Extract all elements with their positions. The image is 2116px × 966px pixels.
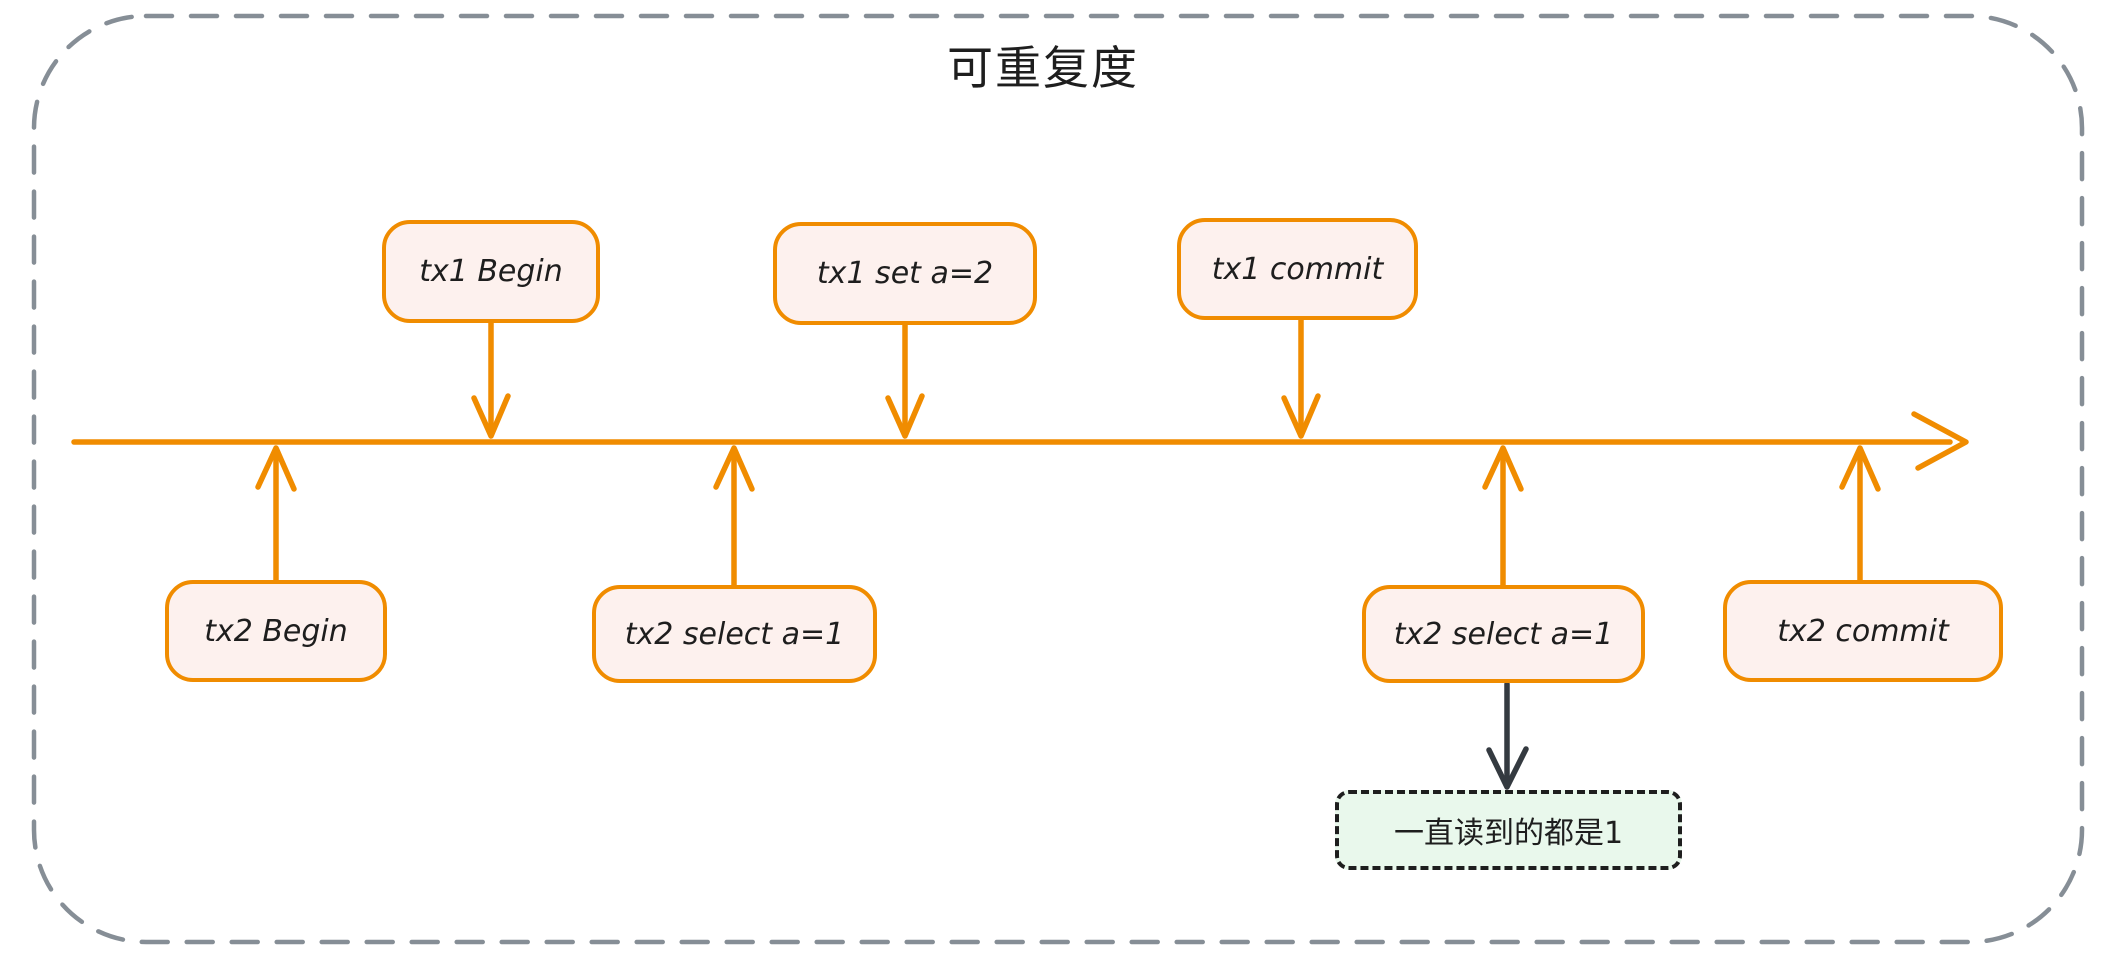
node-tx2-select-1-label: tx2 select a=1 [624, 616, 845, 652]
arrow-tx2-select2-up-head-icon [1482, 445, 1524, 492]
node-tx1-commit-label: tx1 commit [1211, 251, 1384, 287]
node-tx1-commit: tx1 commit [1177, 218, 1418, 320]
arrow-tx1-commit-down-head-icon [1281, 393, 1321, 439]
node-tx1-begin-label: tx1 Begin [419, 254, 563, 289]
arrow-tx2-commit-up-head-icon [1839, 445, 1881, 492]
arrow-tx2-select1-up-head-icon [713, 445, 755, 492]
node-tx2-commit: tx2 commit [1723, 580, 2003, 682]
node-tx2-commit-label: tx2 commit [1777, 613, 1949, 649]
arrow-tx1-begin-down-head-icon [471, 393, 511, 439]
orange-arrows-group [71, 317, 1969, 588]
node-tx2-select-2-label: tx2 select a=1 [1393, 616, 1614, 652]
arrow-select2-to-annotation-head-icon [1486, 746, 1529, 790]
annotation-always-reads-1-label: 一直读到的都是1 [1393, 816, 1624, 851]
node-tx2-select-1: tx2 select a=1 [592, 585, 877, 683]
node-tx2-begin: tx2 Begin [165, 580, 387, 682]
annotation-always-reads-1: 一直读到的都是1 [1335, 790, 1682, 870]
frame-dashed-border [31, 13, 2085, 945]
arrow-tx1-set-down-head-icon [885, 393, 925, 439]
timeline-arrowhead-icon [1911, 411, 1969, 471]
dark-arrow-group [1486, 681, 1529, 790]
diagram-title: 可重复度 [947, 41, 1139, 95]
node-tx2-select-2: tx2 select a=1 [1362, 585, 1645, 683]
node-tx2-begin-label: tx2 Begin [204, 613, 348, 649]
node-tx1-begin: tx1 Begin [382, 220, 600, 323]
node-tx1-set-a2-label: tx1 set a=2 [816, 256, 994, 291]
arrow-tx2-begin-up-head-icon [255, 445, 297, 492]
node-tx1-set-a2: tx1 set a=2 [773, 222, 1037, 325]
